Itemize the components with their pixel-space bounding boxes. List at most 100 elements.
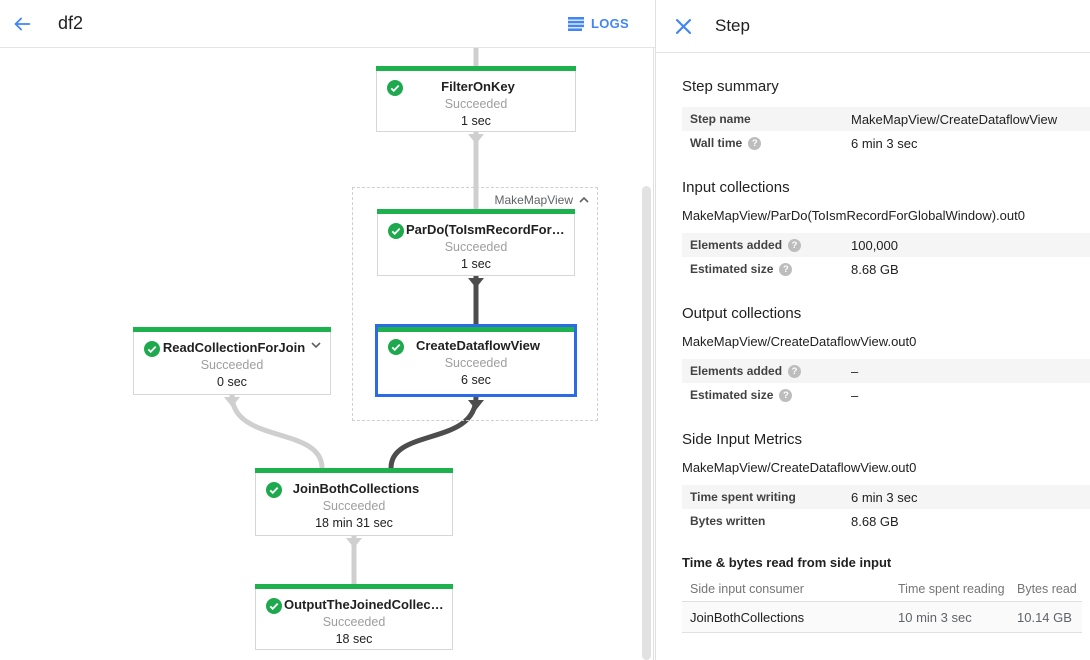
job-title: df2	[58, 13, 84, 33]
help-icon[interactable]: ?	[779, 388, 793, 402]
status-bar	[255, 584, 453, 589]
side-input-table-heading: Time & bytes read from side input	[682, 555, 892, 570]
help-icon[interactable]: ?	[788, 238, 802, 252]
wall-time-row: Wall time? 6 min 3 sec	[682, 131, 1090, 155]
job-graph-edges	[224, 48, 484, 584]
input-collection-name: MakeMapView/ParDo(ToIsmRecordForGlobalWi…	[682, 208, 1025, 223]
success-check-icon	[388, 339, 404, 355]
panel-title: Step	[715, 16, 750, 35]
output-estimated-size-row: Estimated size? –	[682, 383, 1090, 407]
step-panel-header: Step	[656, 0, 1090, 53]
col-side-input-consumer: Side input consumer	[690, 581, 804, 596]
time-spent-writing-value: 6 min 3 sec	[851, 489, 918, 505]
step-details-panel: Step Step summary Step name MakeMapView/…	[655, 0, 1090, 660]
step-name-row: Step name MakeMapView/CreateDataflowView	[682, 107, 1090, 131]
composite-group-makemapview: MakeMapView	[352, 187, 598, 421]
node-title: JoinBothCollections	[292, 481, 420, 496]
node-time: 1 sec	[461, 257, 491, 271]
node-status: Succeeded	[444, 97, 508, 111]
status-bar	[377, 209, 575, 214]
col-time-spent-reading: Time spent reading	[898, 581, 1005, 596]
help-icon[interactable]: ?	[748, 136, 762, 150]
elements-added-label: Elements added	[690, 364, 783, 378]
step-name-label: Step name	[690, 112, 751, 126]
close-icon[interactable]	[665, 8, 701, 44]
time-reading-value: 10 min 3 sec	[898, 609, 972, 625]
help-icon[interactable]: ?	[779, 262, 793, 276]
col-bytes-read: Bytes read	[1017, 581, 1077, 596]
estimated-size-label: Estimated size	[690, 262, 774, 276]
back-arrow-icon[interactable]	[2, 4, 42, 44]
node-status: Succeeded	[200, 358, 264, 372]
chevron-down-icon[interactable]	[311, 342, 321, 348]
status-bar	[133, 327, 331, 332]
estimated-size-value: –	[851, 387, 859, 403]
elements-added-value: –	[851, 363, 859, 379]
logs-label: LOGS	[590, 16, 629, 31]
node-status: Succeeded	[444, 240, 508, 254]
output-elements-added-row: Elements added? –	[682, 359, 1090, 383]
job-header: df2 LOGS	[0, 0, 655, 48]
node-time: 0 sec	[217, 375, 247, 389]
node-time: 1 sec	[461, 114, 491, 128]
node-time: 18 min 31 sec	[315, 516, 393, 530]
group-collapse-toggle[interactable]: MakeMapView	[495, 193, 589, 207]
output-collections-heading: Output collections	[682, 305, 802, 322]
wall-time-label: Wall time	[690, 136, 743, 150]
graph-node-outputthejoinedcollection[interactable]: OutputTheJoinedCollec… Succeeded 18 sec	[255, 584, 453, 650]
bytes-written-row: Bytes written 8.68 GB	[682, 509, 1090, 533]
estimated-size-value: 8.68 GB	[851, 261, 899, 277]
node-title: OutputTheJoinedCollec…	[284, 597, 444, 612]
step-summary-heading: Step summary	[682, 78, 779, 95]
side-input-table-header: Side input consumer Time spent reading B…	[682, 576, 1082, 602]
elements-added-value: 100,000	[851, 237, 898, 253]
estimated-size-label: Estimated size	[690, 388, 774, 402]
side-input-collection-name: MakeMapView/CreateDataflowView.out0	[682, 460, 917, 475]
time-spent-writing-label: Time spent writing	[690, 490, 796, 504]
node-time: 6 sec	[461, 373, 491, 387]
help-icon[interactable]: ?	[788, 364, 802, 378]
side-input-table-row: JoinBothCollections 10 min 3 sec 10.14 G…	[682, 602, 1082, 633]
bytes-written-label: Bytes written	[690, 514, 766, 528]
vertical-scrollbar[interactable]	[642, 186, 651, 660]
input-elements-added-row: Elements added? 100,000	[682, 233, 1090, 257]
success-check-icon	[387, 80, 403, 96]
status-bar	[255, 468, 453, 473]
side-input-metrics-heading: Side Input Metrics	[682, 431, 803, 448]
status-bar	[378, 327, 574, 332]
success-check-icon	[266, 482, 282, 498]
elements-added-label: Elements added	[690, 238, 783, 252]
step-name-value: MakeMapView/CreateDataflowView	[851, 111, 1058, 127]
node-status: Succeeded	[322, 499, 386, 513]
success-check-icon	[144, 341, 160, 357]
job-graph-canvas[interactable]: MakeMapView FilterOnKey Succeeded 1 sec …	[0, 48, 654, 660]
success-check-icon	[266, 598, 282, 614]
group-label: MakeMapView	[494, 193, 573, 207]
step-panel-body: Step summary Step name MakeMapView/Creat…	[656, 78, 1090, 633]
graph-node-createdataflowview-selected[interactable]: CreateDataflowView Succeeded 6 sec	[375, 324, 577, 397]
wall-time-value: 6 min 3 sec	[851, 135, 918, 151]
graph-node-filteronkey[interactable]: FilterOnKey Succeeded 1 sec	[376, 66, 576, 132]
node-title: CreateDataflowView	[415, 338, 541, 353]
success-check-icon	[388, 223, 404, 239]
status-bar	[376, 66, 576, 71]
node-title: FilterOnKey	[441, 79, 515, 94]
graph-node-joinbothcollections[interactable]: JoinBothCollections Succeeded 18 min 31 …	[255, 468, 453, 536]
node-status: Succeeded	[322, 615, 386, 629]
node-time: 18 sec	[335, 632, 373, 646]
graph-node-pardo-toismrecord[interactable]: ParDo(ToIsmRecordFor… Succeeded 1 sec	[377, 209, 575, 276]
node-title: ParDo(ToIsmRecordFor…	[406, 222, 565, 237]
bytes-written-value: 8.68 GB	[851, 513, 899, 529]
node-status: Succeeded	[444, 356, 508, 370]
input-collections-heading: Input collections	[682, 179, 790, 196]
logs-button[interactable]: LOGS	[567, 16, 629, 31]
node-title: ReadCollectionForJoin	[162, 340, 306, 355]
consumer-value: JoinBothCollections	[690, 609, 805, 625]
output-collection-name: MakeMapView/CreateDataflowView.out0	[682, 334, 917, 349]
chevron-up-icon	[579, 197, 589, 203]
input-estimated-size-row: Estimated size? 8.68 GB	[682, 257, 1090, 281]
bytes-read-value: 10.14 GB	[1017, 609, 1072, 625]
side-input-table: Side input consumer Time spent reading B…	[682, 576, 1082, 633]
graph-node-readcollectionforjoin[interactable]: ReadCollectionForJoin Succeeded 0 sec	[133, 327, 331, 395]
logs-icon	[567, 16, 584, 31]
